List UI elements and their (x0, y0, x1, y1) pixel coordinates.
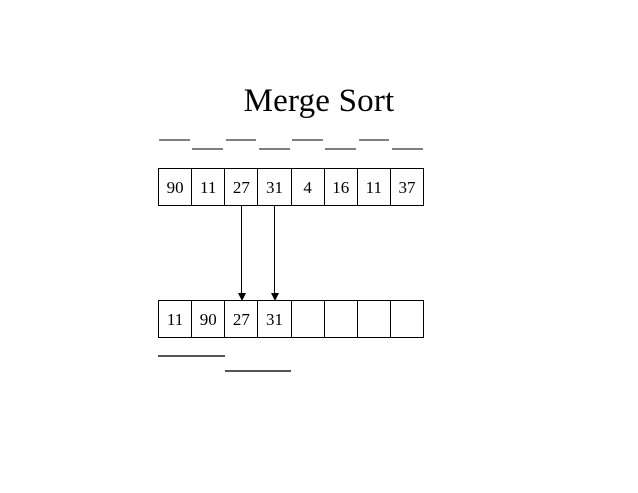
target-array-cell-6[interactable] (357, 301, 391, 337)
source-array-cell-4[interactable]: 4 (291, 169, 325, 205)
target-array-cell-4[interactable] (291, 301, 325, 337)
source-array-cell-7[interactable]: 37 (390, 169, 423, 205)
source-array-cell-5[interactable]: 16 (324, 169, 358, 205)
target-array-cell-7[interactable] (390, 301, 423, 337)
tick-mark-1 (192, 148, 223, 150)
tick-mark-7 (391, 148, 423, 150)
tick-mark-3 (258, 148, 290, 150)
target-array-cell-0[interactable]: 11 (159, 301, 193, 337)
merge-pointer-left-arrow-icon (237, 206, 246, 301)
source-array-cell-3[interactable]: 31 (258, 169, 292, 205)
merged-run-2-rule (224, 370, 291, 372)
tick-mark-6 (358, 139, 390, 141)
tick-mark-5 (325, 148, 356, 150)
target-array-cell-3[interactable]: 31 (258, 301, 292, 337)
target-array-cell-1[interactable]: 90 (192, 301, 226, 337)
merged-run-1-rule (158, 355, 225, 357)
target-array-cell-2[interactable]: 27 (225, 301, 259, 337)
source-array-cell-1[interactable]: 11 (192, 169, 226, 205)
source-array-cell-2[interactable]: 27 (225, 169, 259, 205)
page-title: Merge Sort (243, 83, 395, 119)
tick-mark-0 (159, 139, 190, 141)
source-array-cell-6[interactable]: 11 (357, 169, 391, 205)
tick-mark-2 (225, 139, 257, 141)
target-array-cell-5[interactable] (324, 301, 358, 337)
merge-pointer-right-arrow-icon (271, 206, 280, 301)
source-array-cell-0[interactable]: 90 (159, 169, 193, 205)
tick-mark-4 (292, 139, 323, 141)
